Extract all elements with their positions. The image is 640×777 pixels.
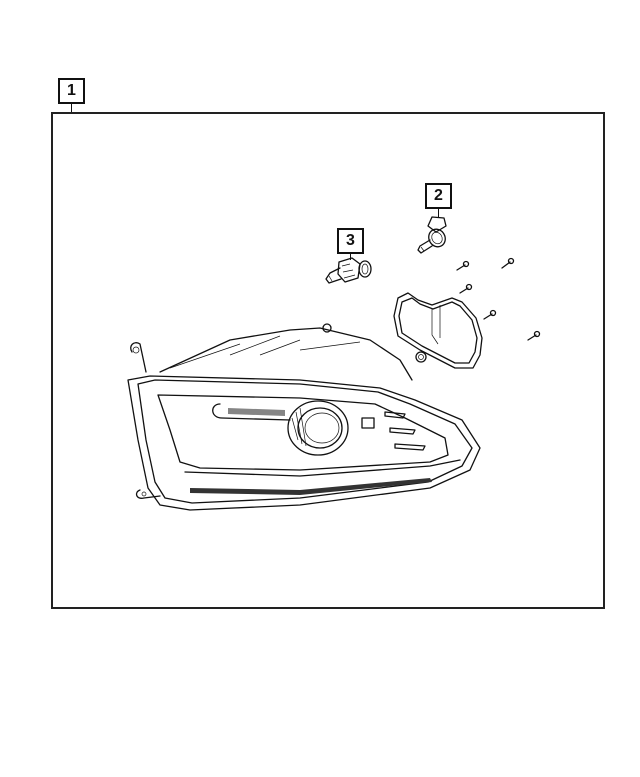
screw-4-icon [483, 309, 497, 320]
callout-1-number: 1 [67, 82, 76, 99]
callout-3[interactable]: 3 [337, 228, 364, 254]
screw-3-icon [459, 283, 473, 294]
access-cover-icon[interactable] [393, 292, 483, 369]
screw-1-icon [456, 260, 470, 271]
callout-2-leader [438, 209, 439, 217]
callout-3-number: 3 [346, 232, 355, 249]
bulb-2-icon[interactable] [417, 216, 448, 254]
screw-2-icon [501, 257, 515, 269]
callout-1[interactable]: 1 [58, 78, 85, 104]
callout-2[interactable]: 2 [425, 183, 452, 209]
assembly-frame [51, 112, 605, 609]
screw-5-icon [527, 330, 541, 341]
headlamp-housing-icon[interactable] [127, 323, 481, 511]
bulb-3-icon[interactable] [325, 257, 372, 284]
callout-3-leader [350, 254, 351, 260]
callout-1-leader [71, 104, 72, 112]
callout-2-number: 2 [434, 187, 443, 204]
